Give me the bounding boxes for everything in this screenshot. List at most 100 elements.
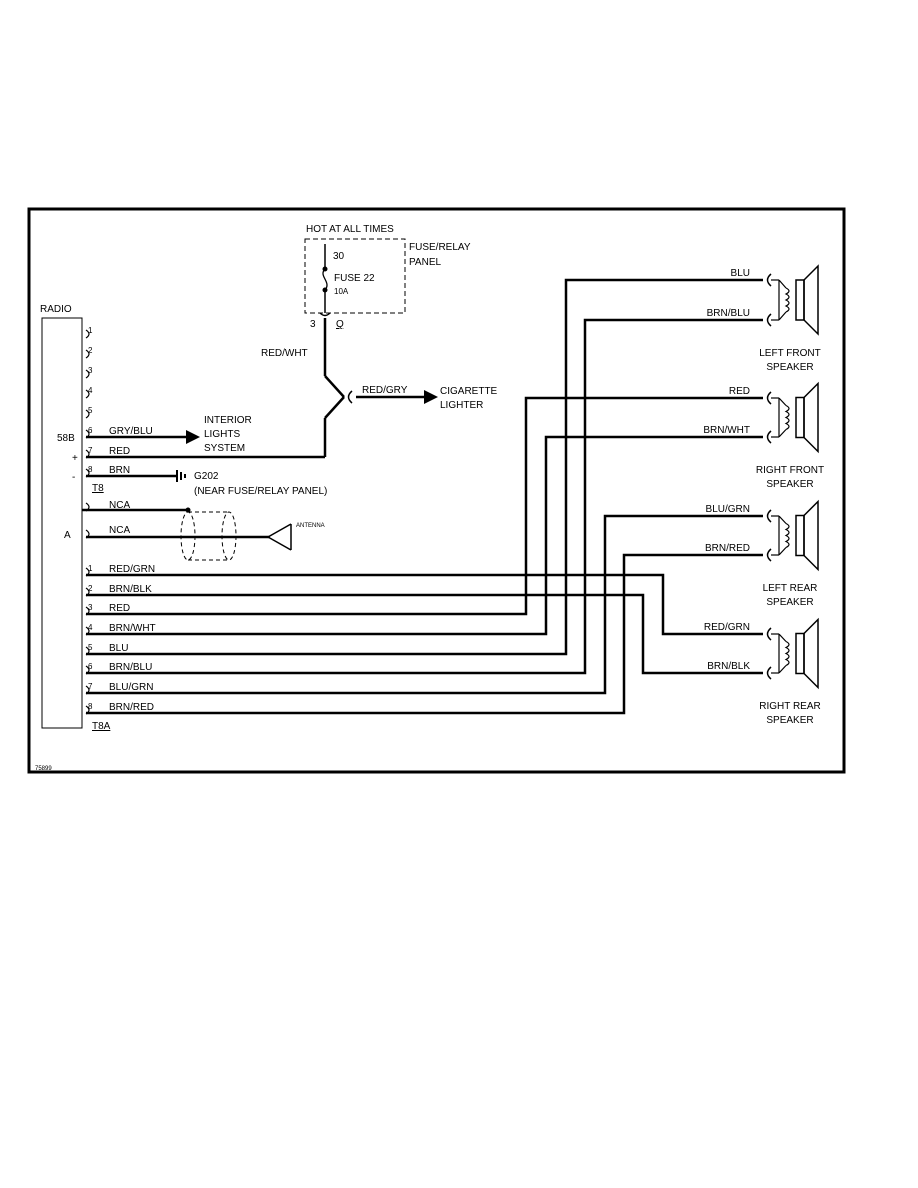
fuse-relay-panel: HOT AT ALL TIMES FUSE/RELAY PANEL 30 FUS…: [304, 224, 471, 330]
speaker-wire-label-top: BLU/GRN: [706, 504, 750, 515]
speaker-coil-icon: [784, 522, 790, 549]
upper-pin-number: 7: [88, 446, 93, 455]
radio-unit: RADIO 58B + - A 1 2 3 4 5 6 7 8 1 2 3 4 5 6 7 8 T8 T8A: [40, 304, 111, 732]
speaker-wire-label-bottom: BRN/BLU: [707, 308, 750, 319]
speaker-wire: [86, 553, 763, 715]
speaker-coil-icon: [784, 640, 790, 667]
interior-lights-label-1: INTERIOR: [204, 415, 252, 426]
lower-pin-number: 8: [88, 702, 93, 711]
speaker-name: LEFT REAR: [763, 583, 818, 594]
pin-stub: [85, 329, 90, 339]
wire-label: RED: [109, 603, 130, 614]
pin-stub: [85, 409, 90, 419]
speaker-wire: [86, 514, 763, 695]
fuse-panel-label-1: FUSE/RELAY: [409, 242, 471, 253]
lower-pin-number: 5: [88, 643, 93, 652]
speaker-coil-icon: [784, 404, 790, 431]
antenna-label: ANTENNA: [296, 523, 325, 529]
lower-connector-pins: 1 2 3 4 5 6 7 8: [85, 564, 93, 715]
lower-pin-number: 6: [88, 662, 93, 671]
cigarette-lighter-label-2: LIGHTER: [440, 400, 483, 411]
diagram-frame: [27, 207, 846, 774]
ground-label-g202: G202: [194, 471, 219, 482]
speaker-coil-icon: [784, 287, 790, 313]
radio-pin-58b: 58B: [57, 433, 75, 444]
speaker-name-suffix: SPEAKER: [766, 715, 813, 726]
wire-label-nca-2: NCA: [109, 525, 130, 536]
lower-pin-number: 7: [88, 682, 93, 691]
upper-pin-number: 5: [88, 406, 93, 415]
radio-body: [41, 317, 83, 729]
fuse-panel-label-2: PANEL: [409, 257, 441, 268]
speaker-wire: [86, 573, 763, 636]
diagram-id: 75899: [35, 766, 52, 772]
upper-pin-number: 1: [88, 326, 93, 335]
radio-label: RADIO: [40, 304, 72, 315]
ground-icon: [176, 470, 186, 482]
wire-label-red-wht: RED/WHT: [261, 348, 308, 359]
cigarette-lighter-label-1: CIGARETTE: [440, 386, 498, 397]
wire-label: RED/GRN: [109, 564, 155, 575]
speaker-name: LEFT FRONT: [759, 348, 820, 359]
supply-wiring: RED/WHT RED/GRY CIGARETTE LIGHTER: [261, 318, 498, 457]
splice-connector: [347, 390, 353, 404]
wire-label-red-gry: RED/GRY: [362, 385, 408, 396]
connector-t8: T8: [92, 483, 104, 494]
speaker-wire-label-top: BLU: [731, 268, 750, 279]
speaker-wire: [86, 396, 763, 616]
radio-pin-plus: +: [72, 453, 78, 464]
speaker: BLU BRN/BLU LEFT FRONT SPEAKER: [707, 264, 821, 373]
interior-lights-label-3: SYSTEM: [204, 443, 245, 454]
upper-pin-number: 6: [88, 426, 93, 435]
upper-pin-number: 2: [88, 346, 93, 355]
radio-pin-a: A: [64, 530, 71, 541]
speaker-wire-label-top: RED: [729, 386, 750, 397]
speaker-wire: [86, 435, 763, 636]
speaker-name: RIGHT REAR: [759, 701, 821, 712]
fuse-rating: 10A: [334, 287, 349, 296]
lower-pin-number: 2: [88, 584, 93, 593]
speaker-wire: [86, 278, 763, 656]
speaker: RED BRN/WHT RIGHT FRONT SPEAKER: [703, 381, 824, 490]
speaker-name: RIGHT FRONT: [756, 465, 824, 476]
speakers: BLU BRN/BLU LEFT FRONT SPEAKER RED BRN/WHT RIG…: [703, 264, 824, 726]
lower-pin-number: 3: [88, 603, 93, 612]
speaker-wires: RED/GRNBRN/BLKREDBRN/WHTBLUBRN/BLUBLU/GR…: [86, 278, 763, 715]
speaker-wire-label-bottom: BRN/WHT: [703, 425, 750, 436]
wire-label-gry-blu: GRY/BLU: [109, 426, 153, 437]
interior-lights-label-2: LIGHTS: [204, 429, 240, 440]
upper-wires: GRY/BLU INTERIOR LIGHTS SYSTEM RED BRN G…: [82, 415, 327, 561]
antenna-icon: [267, 523, 292, 551]
wire-label: BRN/BLK: [109, 584, 152, 595]
speaker-name-suffix: SPEAKER: [766, 479, 813, 490]
lower-pin-number: 4: [88, 623, 93, 632]
wire-label: BRN/BLU: [109, 662, 152, 673]
fuse-name: FUSE 22: [334, 273, 375, 284]
speaker-name-suffix: SPEAKER: [766, 362, 813, 373]
speaker-wire: [86, 318, 763, 675]
fuse-terminal-30: 30: [333, 251, 345, 262]
wire-label-red-upper: RED: [109, 446, 130, 457]
hot-at-all-times-label: HOT AT ALL TIMES: [306, 224, 394, 235]
speaker-name-suffix: SPEAKER: [766, 597, 813, 608]
ground-label-location: (NEAR FUSE/RELAY PANEL): [194, 486, 327, 497]
upper-pin-number: 8: [88, 465, 93, 474]
fuse-terminal-3: 3: [310, 319, 316, 330]
speaker-wire: [86, 593, 763, 675]
upper-pin-number: 3: [88, 366, 93, 375]
upper-pin-number: 4: [88, 386, 93, 395]
fuse-connector-symbol: [319, 312, 331, 317]
fuse-connector-q: Q: [336, 319, 344, 330]
fuse-panel-box: [304, 238, 406, 314]
speaker-wire-label-top: RED/GRN: [704, 622, 750, 633]
connector-t8a: T8A: [92, 721, 111, 732]
wire-label: BLU/GRN: [109, 682, 153, 693]
wire-label: BRN/WHT: [109, 623, 156, 634]
wire-label: BRN/RED: [109, 702, 154, 713]
lower-pin-number: 1: [88, 564, 93, 573]
pin-stub: [85, 349, 90, 359]
radio-pin-minus: -: [72, 472, 75, 483]
upper-connector-pins: 1 2 3 4 5 6 7 8: [85, 326, 93, 539]
